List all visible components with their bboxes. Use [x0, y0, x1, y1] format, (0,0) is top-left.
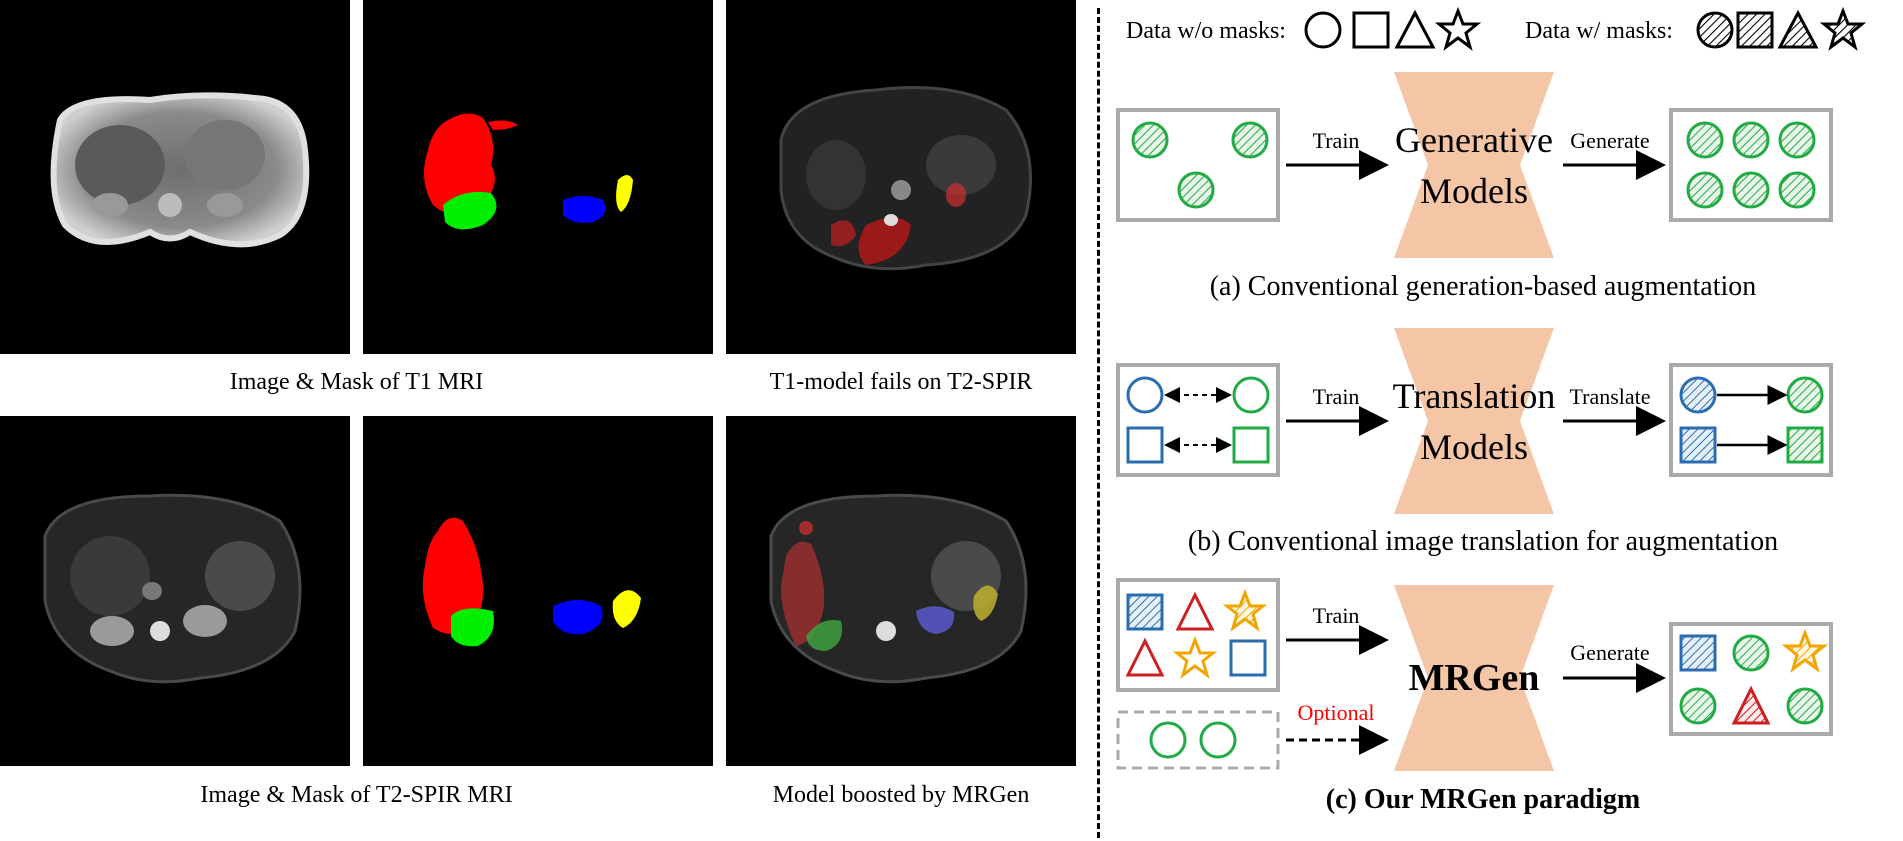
- liver-mask: [422, 517, 484, 635]
- c-optional-box: [1116, 710, 1280, 770]
- dashed-divider: [1097, 8, 1100, 838]
- b-input-box: [1116, 363, 1280, 477]
- legend-hatched-square-icon: [1736, 11, 1774, 49]
- b-model-line1: Translation: [1393, 376, 1556, 416]
- t1-segmentation-mask: [363, 0, 713, 354]
- caption-t2: Image & Mask of T2-SPIR MRI: [200, 782, 513, 808]
- c-train-label: Train: [1313, 603, 1360, 628]
- legend-circle-icon: [1304, 11, 1342, 49]
- t2-spir-segmentation-mask: [363, 416, 713, 766]
- legend-star-icon: [1434, 6, 1482, 51]
- legend-without-masks: Data w/o masks:: [1126, 18, 1286, 44]
- boosted-model-prediction: [726, 416, 1076, 766]
- liver-mask: [424, 113, 495, 215]
- mrgen-model-shape: [1394, 585, 1554, 771]
- translation-model-shape: [1394, 328, 1554, 514]
- legend-hatched-circle-icon: [1696, 11, 1734, 49]
- a-model-line2: Models: [1420, 171, 1528, 211]
- legend-with-masks: Data w/ masks:: [1525, 18, 1673, 44]
- t1-mri-image: [0, 0, 350, 354]
- kidney-right-mask: [443, 191, 497, 230]
- a-model-line1: Generative: [1395, 120, 1553, 160]
- b-translate-label: Translate: [1569, 384, 1650, 409]
- c-caption: (c) Our MRGen paradigm: [1326, 784, 1640, 815]
- caption-t1: Image & Mask of T1 MRI: [229, 369, 484, 395]
- kidney-right-mask: [451, 608, 494, 647]
- caption-t1-fails: T1-model fails on T2-SPIR: [769, 369, 1033, 395]
- b-model-line2: Models: [1420, 427, 1528, 467]
- t2-spir-mri-image: [0, 416, 350, 766]
- a-caption: (a) Conventional generation-based augmen…: [1210, 271, 1757, 302]
- a-generate-label: Generate: [1570, 128, 1649, 153]
- b-train-label: Train: [1313, 384, 1360, 409]
- c-optional-label: Optional: [1298, 700, 1375, 725]
- legend-hatched-star-icon: [1819, 6, 1867, 51]
- caption-boosted: Model boosted by MRGen: [772, 782, 1030, 808]
- t1-model-prediction-on-t2: [726, 0, 1076, 354]
- generative-model-shape: [1394, 72, 1554, 258]
- a-train-label: Train: [1313, 128, 1360, 153]
- legend-hatched-triangle-icon: [1777, 9, 1819, 49]
- c-model-label: MRGen: [1409, 657, 1540, 699]
- kidney-left-mask: [563, 196, 606, 223]
- paradigm-diagram: Data w/o masks: Data w/ masks: Train Gen…: [1116, 6, 1867, 815]
- c-generate-label: Generate: [1570, 640, 1649, 665]
- spleen-mask: [616, 175, 633, 212]
- liver-misprediction: [858, 217, 911, 265]
- legend-square-icon: [1352, 11, 1390, 49]
- spleen-mask: [612, 590, 641, 628]
- b-caption: (b) Conventional image translation for a…: [1188, 526, 1778, 557]
- kidney-left-mask: [553, 600, 603, 635]
- legend-triangle-icon: [1394, 9, 1436, 49]
